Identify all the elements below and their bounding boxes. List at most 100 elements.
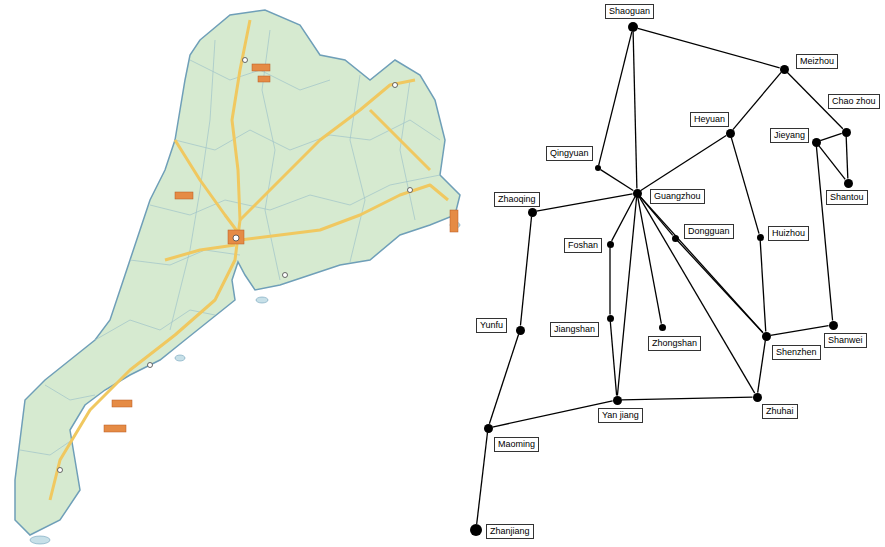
map-badge (104, 425, 126, 432)
island (175, 355, 185, 361)
road-link (633, 32, 637, 189)
city-label: Foshan (564, 238, 602, 253)
city-label: Yunfu (476, 318, 507, 333)
islands (30, 222, 460, 544)
county-border (350, 75, 365, 262)
city-dot: Heyuan (726, 129, 735, 138)
map-badge (252, 64, 270, 71)
county-border (400, 80, 415, 220)
city-label: Qingyuan (546, 146, 593, 161)
city-dot: Chao zhou (842, 128, 851, 137)
city-dot: Qingyuan (595, 165, 601, 171)
road-link (617, 197, 636, 395)
city-label: Guangzhou (650, 189, 705, 204)
county-border (130, 250, 240, 265)
city-label: Zhaoqing (494, 192, 540, 207)
island (30, 536, 50, 544)
city-dot: Guangzhou (633, 189, 642, 198)
expressway (240, 185, 448, 240)
city-markers (58, 58, 413, 473)
road-link (731, 137, 759, 233)
road-link (760, 240, 766, 331)
city-dot: Shantou (844, 179, 853, 188)
city-label: Shenzhen (772, 345, 821, 360)
city-dot: Maoming (484, 424, 493, 433)
map-badge (175, 192, 193, 199)
city-label: Yan jiang (598, 408, 643, 423)
city-label: Jieyang (770, 128, 809, 143)
map-badge (228, 230, 244, 244)
road-link (520, 216, 531, 325)
road-link (477, 432, 488, 524)
road-link (641, 135, 726, 190)
expressway (175, 140, 240, 235)
city-marker (58, 468, 63, 473)
map-badges (104, 64, 458, 432)
road-link (612, 197, 635, 241)
expressway (240, 80, 415, 220)
city-label: Zhanjiang (486, 524, 534, 539)
city-label: Meizhou (796, 54, 838, 69)
county-border (45, 385, 95, 400)
city-marker (148, 363, 153, 368)
city-dot: Huizhou (757, 234, 764, 241)
road-link (677, 241, 763, 333)
road-link (820, 133, 841, 140)
road-link (536, 194, 632, 211)
city-dot: Shenzhen (762, 332, 771, 341)
city-dot: Zhaoqing (528, 208, 537, 217)
expressway (165, 245, 235, 260)
city-label: Zhuhai (762, 404, 798, 419)
road-link (610, 321, 616, 395)
city-label: Shaoguan (605, 4, 654, 19)
road-link (816, 146, 832, 320)
city-dot: Yan jiang (613, 396, 622, 405)
city-dot: Zhongshan (659, 324, 666, 331)
city-label: Maoming (494, 437, 539, 452)
road-link (819, 146, 845, 180)
city-dot: Shanwei (829, 321, 838, 330)
county-borders (20, 30, 440, 455)
county-border (175, 120, 440, 150)
map-badge (112, 400, 132, 407)
city-dot: Yunfu (516, 326, 525, 335)
city-dot: Foshan (607, 241, 614, 248)
city-dot: Zhanjiang (470, 524, 482, 536)
road-link (733, 72, 781, 129)
city-label: Heyuan (690, 112, 729, 127)
city-dot: Dongguan (672, 235, 679, 242)
city-label: Shantou (826, 190, 868, 205)
city-marker (393, 83, 398, 88)
city-label: Dongguan (684, 224, 734, 239)
road-link (599, 32, 632, 165)
road-link (601, 170, 634, 191)
city-dot: Jieyang (812, 138, 821, 147)
city-dot: Zhuhai (753, 393, 762, 402)
road-link (621, 397, 752, 400)
road-link (489, 334, 518, 423)
road-link (758, 340, 766, 392)
city-marker (283, 273, 288, 278)
city-label: Jiangshan (550, 322, 599, 337)
county-border (150, 175, 440, 215)
province-map (0, 0, 480, 547)
city-marker (233, 235, 239, 241)
road-link (770, 326, 828, 336)
province-outline (15, 10, 460, 535)
road-link (492, 401, 612, 427)
city-label: Chao zhou (828, 94, 880, 109)
map-badge (450, 210, 458, 232)
city-marker (243, 58, 248, 63)
expressway (50, 20, 250, 500)
map-badge (258, 76, 270, 82)
city-marker (408, 188, 413, 193)
city-dot: Jiangshan (607, 315, 614, 322)
city-dot: Meizhou (780, 65, 789, 74)
city-label: Huizhou (768, 226, 809, 241)
island (256, 297, 268, 303)
expressways (50, 20, 448, 500)
county-border (170, 40, 215, 330)
expressway (370, 110, 430, 170)
